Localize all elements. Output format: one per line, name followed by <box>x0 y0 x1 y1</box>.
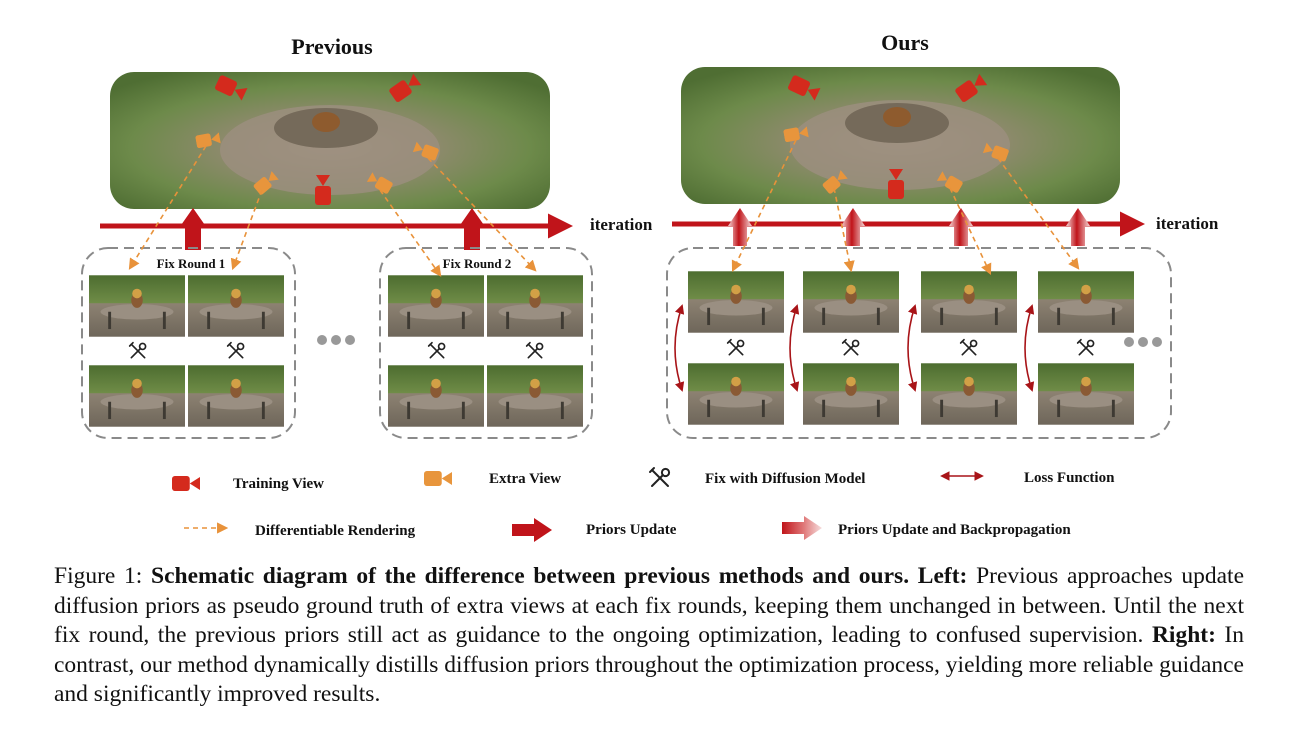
priors-backprop-arrow <box>728 208 752 246</box>
caption-left-label: Left: <box>918 563 968 589</box>
legend-fix-tool-icon <box>650 468 669 486</box>
legend-priors-update: Priors Update <box>586 522 677 538</box>
caption-right-label: Right: <box>1152 622 1216 648</box>
ellipsis-icon <box>1124 337 1162 347</box>
schematic-diagram: Previous Ours iteration iteration <box>0 0 1296 560</box>
caption-title: Schematic diagram of the difference betw… <box>151 563 909 589</box>
fix-round-2-label: Fix Round 2 <box>443 256 512 271</box>
fix-round-1-thumbnails <box>89 275 284 426</box>
ours-thumbnails <box>688 271 1134 424</box>
legend-extra-view: Extra View <box>489 471 561 487</box>
legend-extra-camera-icon <box>424 471 452 486</box>
figure-caption: Figure 1: Schematic diagram of the diffe… <box>54 562 1244 710</box>
legend-priors-backprop-arrow <box>782 516 822 540</box>
legend-fix-diffusion: Fix with Diffusion Model <box>705 471 865 487</box>
caption-label: Figure 1: <box>54 563 142 589</box>
legend-training-view: Training View <box>233 476 324 492</box>
fix-tool-icon <box>728 340 744 355</box>
priors-update-arrow <box>458 208 486 250</box>
priors-update-arrow <box>179 208 207 250</box>
priors-backprop-arrow <box>1066 208 1090 246</box>
fix-tool-icon <box>429 343 445 358</box>
legend-differentiable-rendering: Differentiable Rendering <box>255 523 416 539</box>
legend-loss-function: Loss Function <box>1024 470 1115 486</box>
fix-tool-icon <box>228 343 244 358</box>
fix-tool-icon <box>1078 340 1094 355</box>
fix-round-2-thumbnails <box>388 275 583 426</box>
fix-round-1-label: Fix Round 1 <box>157 256 226 271</box>
fix-tool-icon <box>843 340 859 355</box>
iteration-label-previous: iteration <box>590 215 653 234</box>
fix-tool-icon <box>961 340 977 355</box>
ellipsis-icon <box>317 335 355 345</box>
previous-title: Previous <box>291 34 373 59</box>
priors-backprop-arrow <box>841 208 865 246</box>
fix-tool-icon <box>130 343 146 358</box>
iteration-label-ours: iteration <box>1156 214 1219 233</box>
legend-training-camera-icon <box>172 476 200 491</box>
fix-tool-icon <box>527 343 543 358</box>
legend-priors-update-arrow <box>512 518 552 542</box>
priors-backprop-arrow <box>949 208 973 246</box>
legend-priors-backprop: Priors Update and Backpropagation <box>838 522 1071 538</box>
ours-title: Ours <box>881 30 929 55</box>
